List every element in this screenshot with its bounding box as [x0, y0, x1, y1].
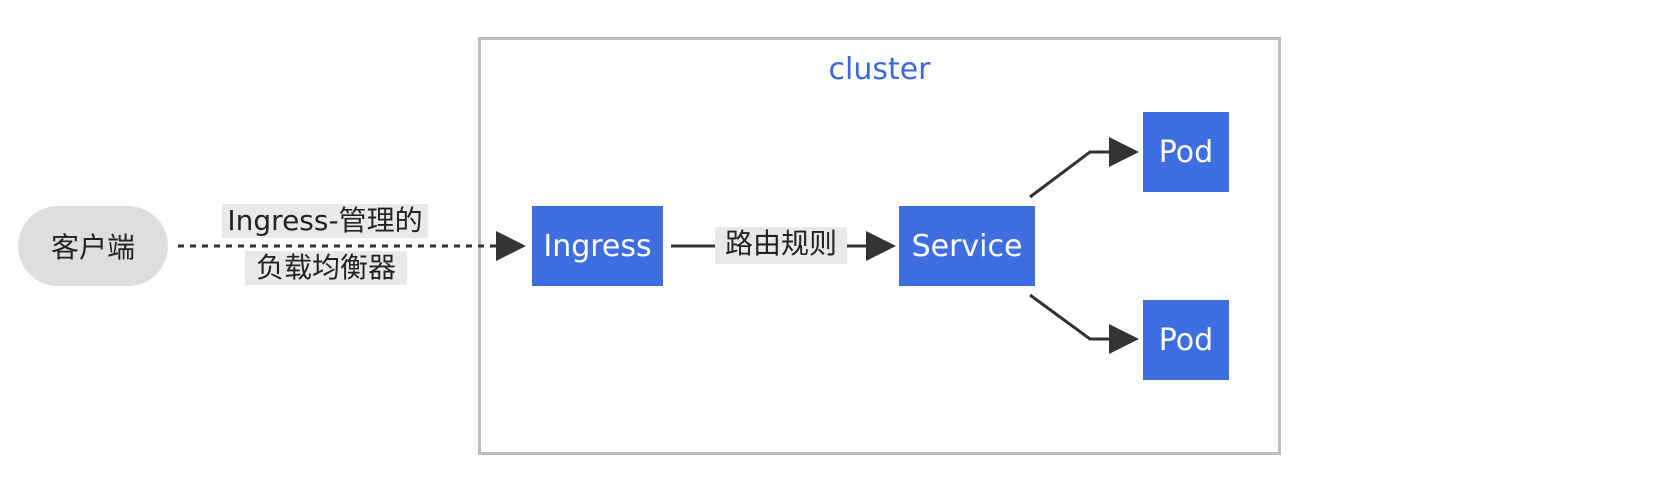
client-node: 客户端	[18, 206, 168, 286]
client-ingress-edge-label-line2: 负载均衡器	[245, 251, 407, 285]
service-node: Service	[899, 206, 1035, 286]
pod-node-top: Pod	[1143, 112, 1229, 192]
ingress-node: Ingress	[532, 206, 663, 286]
pod-node-bottom: Pod	[1143, 300, 1229, 380]
ingress-service-edge-label: 路由规则	[715, 227, 847, 264]
cluster-label: cluster	[828, 52, 931, 87]
client-ingress-edge-label-line1: Ingress-管理的	[222, 204, 428, 238]
